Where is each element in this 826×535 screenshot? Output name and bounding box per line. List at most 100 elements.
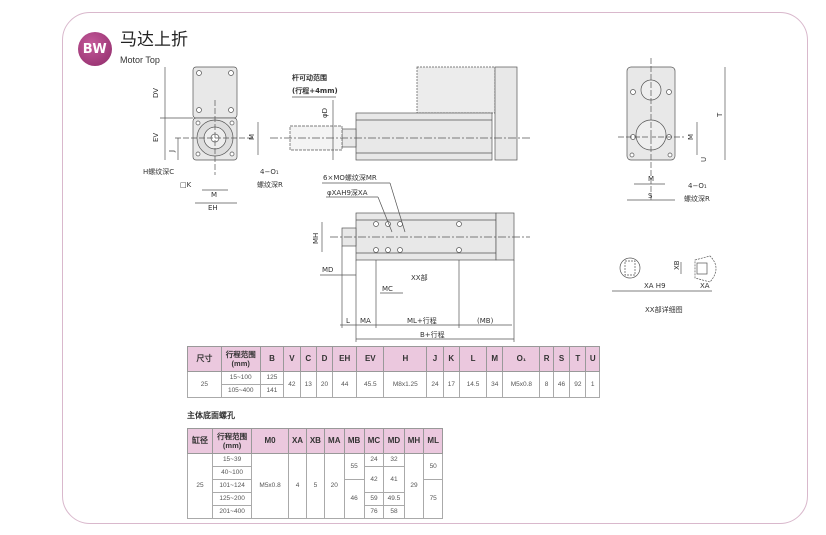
header-cell: D (315, 346, 334, 372)
header-cell: L (458, 346, 488, 372)
cell-stroke: 15~39 (212, 453, 253, 467)
header-cell: O₁ (502, 346, 541, 372)
header-cell: S (552, 346, 571, 372)
label-xa-hole: φXAH9深XA (327, 188, 368, 197)
header-cell: MA (323, 428, 345, 454)
label-rod-range: 杆可动范围 (292, 73, 327, 82)
cell-xb: 5 (305, 453, 325, 519)
header-cell: 行程范围 (mm) (220, 346, 261, 372)
header-cell: ML (423, 428, 443, 454)
cell-stroke: 201~400 (212, 505, 253, 519)
label-h-thread: H螺纹深C (143, 167, 174, 176)
dim-xa-h9: XA H9 (644, 282, 666, 290)
label-rod-range-stroke: (行程+4mm) (292, 86, 338, 95)
cell-m: 34 (486, 371, 504, 398)
dim-ml: ML+行程 (407, 316, 437, 325)
dim-u: U (700, 157, 708, 162)
header-cell: U (585, 346, 600, 372)
label-o1-right: 4−O₁ (688, 182, 707, 190)
cell-v: 42 (283, 371, 301, 398)
cell-mc: 76 (363, 505, 385, 519)
header-cell: K (442, 346, 460, 372)
header-cell: T (569, 346, 587, 372)
side-view (270, 66, 530, 161)
cell-j: 24 (426, 371, 444, 398)
cell-t: 92 (569, 371, 587, 398)
dim-t: T (716, 112, 724, 118)
cell-eh: 44 (332, 371, 358, 398)
mounting-holes-title: 主体底面螺孔 (187, 411, 235, 420)
cell-ml: 75 (423, 479, 443, 519)
dim-m-side-right: M (687, 134, 695, 140)
table-row: 105~400 141 (188, 384, 600, 398)
cell-stroke: 125~200 (212, 492, 253, 506)
dim-m-side: M (248, 134, 256, 140)
dim-ma: MA (360, 317, 371, 325)
cell-size: 25 (187, 371, 222, 398)
bottom-view (320, 182, 530, 342)
table-row: 101~124 46 75 (188, 479, 443, 519)
label-thread-r-right: 螺纹深R (684, 194, 710, 203)
header-cell: M (486, 346, 504, 372)
cell-m0: M5x0.8 (251, 453, 290, 519)
dim-eh: EH (208, 204, 218, 212)
dim-mc: MC (382, 285, 393, 293)
dim-xa: XA (700, 282, 710, 290)
cell-ml: 50 (423, 453, 443, 480)
header-cell: EV (356, 346, 385, 372)
page-frame (62, 12, 808, 524)
cell-mc: 59 (363, 492, 385, 506)
label-thread-r: 螺纹深R (257, 180, 283, 189)
cell-mb: 55 (343, 453, 365, 480)
dim-xb: XB (673, 260, 681, 270)
rear-view (618, 58, 726, 201)
cell-md: 58 (383, 505, 405, 519)
cell-stroke: 40~100 (212, 466, 253, 480)
label-mo-thread: 6×MO螺纹深MR (323, 173, 377, 182)
header-cell: 缸径 (186, 428, 214, 454)
cell-md: 49.5 (383, 492, 405, 506)
dim-d: φD (321, 108, 329, 118)
cell-bore: 25 (186, 453, 214, 519)
dim-m: M (211, 191, 217, 199)
label-xx: XX部 (411, 273, 428, 282)
cell-ev: 45.5 (356, 371, 385, 398)
cell-stroke: 101~124 (212, 479, 253, 493)
table-row: 25 15~100 125 42 13 20 44 45.5 M8x1.25 2… (187, 371, 600, 398)
dim-m-right: M (648, 175, 654, 183)
cell-stroke: 15~100 (220, 371, 261, 385)
cell-u: 1 (585, 371, 600, 398)
cell-h: M8x1.25 (383, 371, 428, 398)
xx-detail-view (612, 255, 717, 292)
cell-md: 32 (383, 453, 405, 467)
dim-b: B+行程 (420, 330, 445, 339)
cell-b: 125 (259, 371, 285, 385)
header-cell: V (283, 346, 301, 372)
cell-mc: 42 (363, 466, 385, 493)
cell-l: 14.5 (458, 371, 488, 398)
header-cell: 尺寸 (187, 346, 222, 372)
table-row: 40~100 42 41 (188, 466, 443, 493)
cell-o1: M5x0.8 (502, 371, 541, 398)
cell-md: 41 (383, 466, 405, 493)
dim-md: MD (322, 266, 333, 274)
dim-k: □K (180, 181, 192, 189)
header-cell: H (383, 346, 428, 372)
header-cell: C (299, 346, 317, 372)
cell-b: 141 (259, 384, 285, 398)
header-cell: R (539, 346, 554, 372)
dim-dv: DV (152, 88, 160, 98)
page-title: 马达上折 (120, 30, 188, 50)
cell-d: 20 (315, 371, 334, 398)
dim-j: J (168, 150, 176, 153)
cell-r: 8 (539, 371, 554, 398)
table-row: 25 15~39 M5x0.8 4 5 20 55 24 32 29 50 (186, 453, 443, 519)
front-view (160, 66, 259, 204)
cell-mh: 29 (403, 453, 425, 519)
cell-xa: 4 (288, 453, 307, 519)
cell-k: 17 (442, 371, 460, 398)
